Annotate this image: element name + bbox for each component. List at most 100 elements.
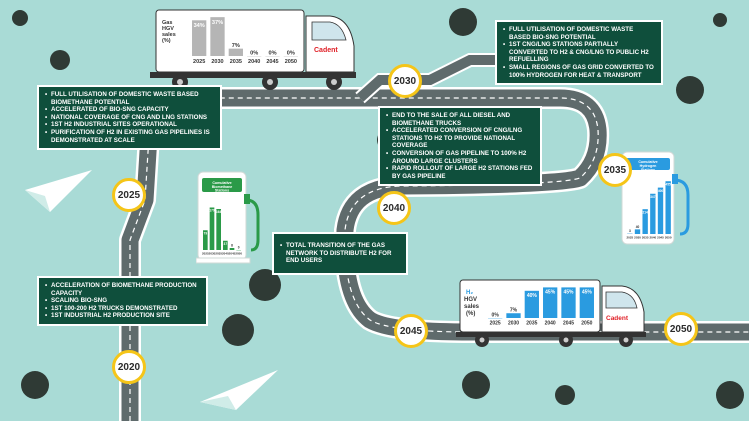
- milestone-item: Accelerated conversion of CNG/LNG statio…: [386, 127, 534, 150]
- panel-2040: Total transition of the gas network to d…: [272, 232, 408, 275]
- tick-label: 2045: [229, 252, 236, 256]
- bar-value-label: 0%: [287, 51, 295, 57]
- tick-label: 2035: [526, 321, 537, 327]
- tick-label: 2045: [657, 236, 664, 240]
- bar: [665, 181, 671, 234]
- year-2020: 2020: [112, 350, 146, 384]
- bar-value-label: 7%: [510, 308, 518, 314]
- bar: [579, 287, 594, 318]
- tick-label: 2025: [626, 236, 633, 240]
- bar: [506, 313, 521, 318]
- milestone-item: 1st 100-200 H2 trucks demonstrated: [45, 305, 200, 313]
- bar: [210, 17, 225, 56]
- cadent-logo: Cadent: [606, 315, 629, 322]
- bar-value-label: 0: [238, 246, 240, 250]
- year-2030: 2030: [388, 64, 422, 98]
- milestone-item: Total transition of the gas network to d…: [280, 242, 400, 265]
- bar: [642, 209, 648, 234]
- tick-label: 2025: [202, 252, 209, 256]
- tick-label: 2035: [215, 252, 222, 256]
- bar-value-label: 34%: [194, 23, 205, 29]
- tick-label: 2035: [230, 59, 242, 65]
- milestone-item: Full utilisation of domestic waste based…: [503, 26, 655, 41]
- tick-label: 2050: [665, 236, 672, 240]
- bar: [543, 287, 558, 318]
- tick-label: 2030: [211, 59, 223, 65]
- milestone-item: Small regions of gas grid converted to 1…: [503, 64, 655, 79]
- bar: [229, 248, 235, 250]
- bar-value-label: 0%: [492, 313, 500, 319]
- tick-label: 2040: [248, 59, 260, 65]
- bar: [657, 187, 664, 234]
- milestone-item: End to the sale of all diesel and biomet…: [386, 112, 534, 127]
- tick-label: 2025: [490, 321, 501, 327]
- bar: [634, 229, 641, 234]
- tick-label: 2030: [508, 321, 519, 327]
- cadent-logo: Cadent: [314, 47, 338, 54]
- tick-label: 2040: [649, 236, 656, 240]
- bar-value-label: 45%: [545, 289, 556, 295]
- year-2040: 2040: [377, 191, 411, 225]
- bar-value-label: 164: [216, 210, 222, 214]
- bar-value-label: 347: [650, 195, 656, 199]
- milestone-item: Full utilisation of domestic waste based…: [45, 91, 214, 106]
- bar: [223, 240, 228, 250]
- bar: [228, 48, 243, 56]
- bar: [216, 209, 221, 250]
- milestone-item: 1st industrial H2 production site: [45, 312, 200, 320]
- milestone-item: Scaling Bio-SNG: [45, 297, 200, 305]
- bar-value-label: 400: [658, 189, 664, 193]
- bar-value-label: 8: [231, 244, 233, 248]
- tick-label: 2045: [563, 321, 574, 327]
- bar-value-label: 7%: [232, 43, 240, 49]
- milestone-item: Conversion of gas pipeline to 100% H2 ar…: [386, 150, 534, 165]
- bar: [209, 207, 215, 250]
- paper-plane-icon: [25, 170, 92, 212]
- milestone-item: Purification of H2 in existing gas pipel…: [45, 129, 214, 144]
- bar-value-label: 0%: [250, 51, 258, 57]
- milestone-item: Rapid rollout of large H2 stations fed b…: [386, 165, 534, 180]
- year-2050: 2050: [664, 312, 698, 346]
- bar: [650, 193, 656, 234]
- tick-label: 2025: [193, 59, 205, 65]
- bar-value-label: 170: [209, 209, 215, 213]
- milestone-item: Acceleration of biomethane production ca…: [45, 282, 200, 297]
- bar-value-label: 40%: [527, 293, 538, 299]
- milestone-item: 1st CNG/LNG stations partially converted…: [503, 41, 655, 64]
- bar: [524, 290, 539, 318]
- bar-value-label: 455: [666, 182, 672, 186]
- tick-label: 2045: [266, 59, 278, 65]
- milestone-item: 1st H2 industrial sites operational: [45, 121, 214, 129]
- tick-label: 2035: [642, 236, 649, 240]
- bar: [203, 230, 208, 250]
- panel-2025: Full utilisation of domestic waste based…: [37, 85, 222, 151]
- tick-label: 2050: [235, 252, 242, 256]
- tick-label: 2040: [222, 252, 229, 256]
- tick-label: 2030: [209, 252, 216, 256]
- bar-value-label: 37: [224, 242, 228, 246]
- bar-value-label: 37%: [212, 20, 223, 26]
- bar-value-label: 3: [629, 229, 631, 233]
- panel-2035: End to the sale of all diesel and biomet…: [378, 106, 542, 187]
- year-2045: 2045: [394, 314, 428, 348]
- tick-label: 2050: [285, 59, 297, 65]
- bar-value-label: 79: [204, 231, 208, 235]
- tick-label: 2050: [581, 321, 592, 327]
- year-2025: 2025: [112, 178, 146, 212]
- bar-value-label: 45%: [563, 289, 574, 295]
- bar-value-label: 214: [643, 210, 649, 214]
- milestone-item: Accelerated of Bio-SNG capacity: [45, 106, 214, 114]
- trees: [12, 8, 744, 409]
- bar-value-label: 45%: [582, 289, 593, 295]
